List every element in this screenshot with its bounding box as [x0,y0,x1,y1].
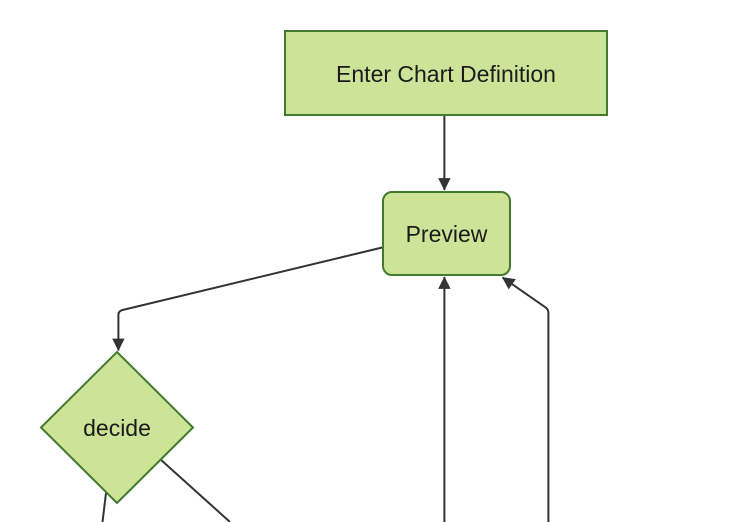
node-decide-label: decide [83,415,151,441]
node-decide-shape [39,350,195,505]
edge-offscreen-preview-2 [501,276,550,522]
node-enter-chart-definition-shape [284,30,608,116]
node-decide: decide [39,350,195,505]
node-enter-chart-definition: Enter Chart Definition [284,30,608,116]
edge-decide-offscreen-1 [101,492,107,522]
node-preview-shape [382,191,511,276]
node-preview: Preview [382,191,511,276]
edge-group [101,115,550,522]
edge-decide-offscreen-2 [159,458,231,522]
node-preview-label: Preview [406,221,488,247]
node-enter-chart-definition-label: Enter Chart Definition [336,61,556,87]
edge-preview-decide [112,246,384,352]
